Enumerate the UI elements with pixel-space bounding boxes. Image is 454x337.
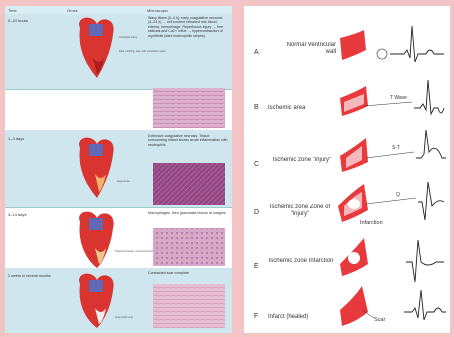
label-f: Infarct (healed) [268, 314, 308, 320]
ecg-trace-a [390, 26, 444, 62]
label-b: Ischemic area [268, 105, 306, 111]
label-e: Ischemic zone Infarction [266, 258, 336, 265]
callout-4: Gray-white scar [115, 315, 133, 319]
annot-twave: T Wave [390, 95, 407, 101]
micrograph-1 [153, 88, 225, 128]
letter-d: D [254, 209, 259, 216]
micrograph-3 [153, 228, 225, 266]
row-time-2: 1–3 days [8, 136, 24, 141]
header-micro: Microscopic [147, 8, 168, 13]
mi-timeline-table: Time Gross Microscopic 0–24 hours 1–3 da… [5, 6, 232, 333]
header-time: Time [8, 8, 18, 13]
ecg-trace-c [416, 130, 446, 158]
row-desc-4: Contracted scar complete [148, 271, 228, 275]
ecg-trace-e [406, 240, 444, 282]
row-desc-3: Macrophages, then granulation tissue at … [148, 211, 228, 215]
micrograph-4 [153, 284, 225, 328]
ecg-trace-d [418, 182, 444, 220]
row-time-3: 3–14 days [8, 212, 26, 217]
row-time-4: 2 weeks to several months [8, 274, 51, 278]
label-c: Ischemic zone "injury" [266, 157, 338, 164]
annot-q: Q [396, 192, 400, 198]
micrograph-2 [153, 163, 225, 205]
header-gross: Gross [67, 8, 78, 13]
letter-c: C [254, 161, 259, 168]
electrode-icon [377, 49, 387, 59]
label-a: Normal Ventricular wall [284, 42, 336, 56]
letter-b: B [254, 104, 259, 111]
wall-a [340, 30, 366, 60]
letter-e: E [254, 263, 259, 270]
row-desc-1: Wavy fibers (0–4 h); early coagulative n… [148, 16, 228, 38]
letter-a: A [254, 49, 259, 56]
row-desc-2: Extensive coagulative necrosis. Tissue s… [148, 134, 228, 147]
letter-f: F [254, 313, 258, 320]
ecg-trace-b [414, 80, 444, 114]
infarction-zone-d [348, 199, 360, 209]
ecg-evolution-diagram: A Normal Ventricular wall B Ischemic are… [244, 6, 450, 333]
annot-scar: Scar [374, 317, 385, 323]
row-time-1: 0–24 hours [8, 18, 28, 23]
callout-2: Hyperemia [117, 179, 130, 183]
callout-1a: Occluded artery [119, 35, 138, 39]
ecg-trace-f [404, 290, 446, 320]
annot-st: S-T [392, 145, 400, 151]
heart-illustration-3 [79, 212, 114, 268]
wall-f [340, 286, 368, 326]
sublabel-d: Infarction [360, 220, 383, 226]
label-d: Ischemic zone Zone of "injury" [266, 204, 334, 218]
